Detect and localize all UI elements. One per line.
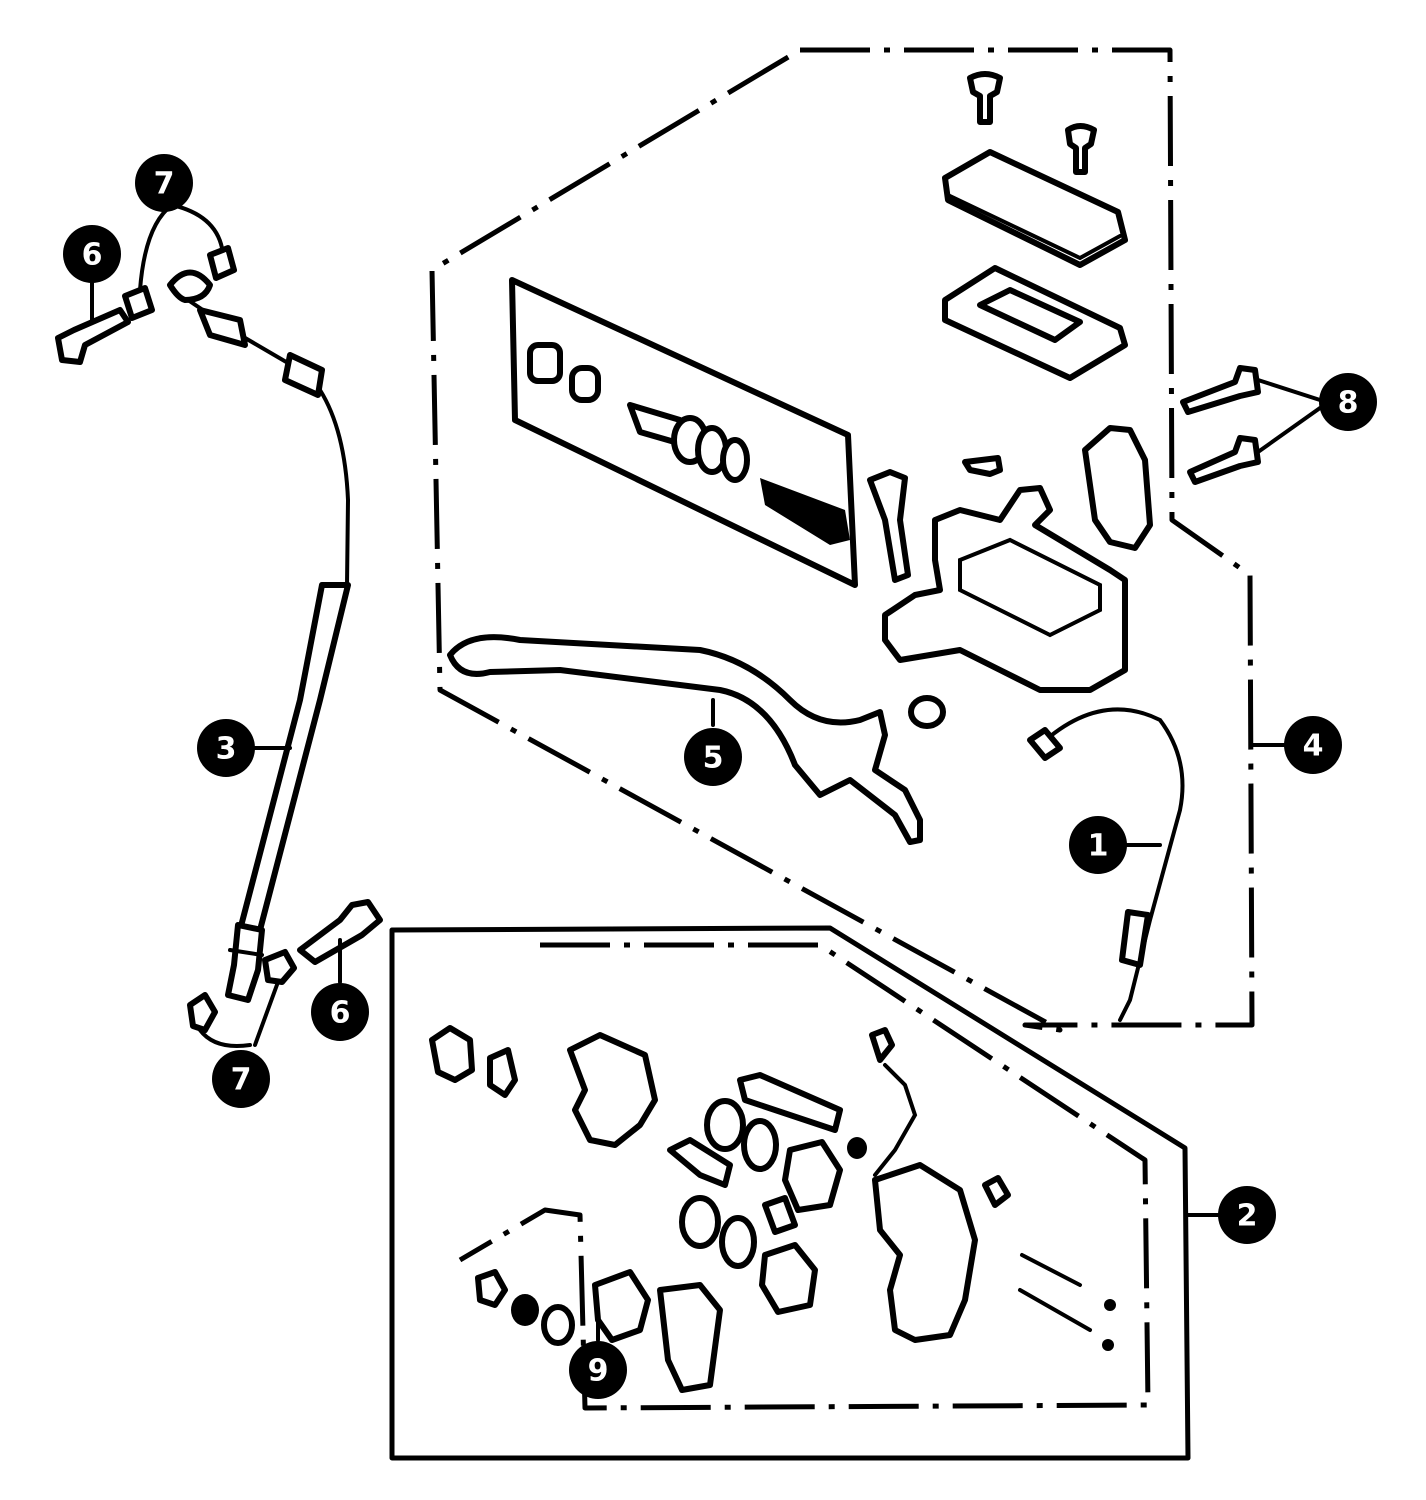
callout-3-label: 3 bbox=[216, 732, 237, 767]
upper-sealing-washers bbox=[122, 203, 237, 321]
brake-pads-and-pistons bbox=[475, 1269, 723, 1393]
handlebar-clamp-bolts bbox=[1180, 365, 1322, 485]
caliper-body bbox=[869, 1027, 1011, 1343]
lower-sealing-washers bbox=[187, 949, 297, 1048]
callout-5: 5 bbox=[684, 728, 742, 786]
lower-banjo-bolt bbox=[297, 899, 383, 984]
callout-2-label: 2 bbox=[1237, 1199, 1258, 1234]
callout-7-lower: 7 bbox=[212, 1050, 270, 1108]
brake-light-switch bbox=[1027, 707, 1185, 1022]
callout-9: 9 bbox=[569, 1341, 627, 1399]
caliper-pins bbox=[1018, 1253, 1116, 1351]
callout-6-lower: 6 bbox=[311, 983, 369, 1041]
caliper-seals-and-pistons bbox=[667, 1072, 867, 1315]
callout-8: 8 bbox=[1319, 373, 1377, 431]
callout-8-label: 8 bbox=[1338, 386, 1359, 421]
brake-lever bbox=[447, 634, 946, 845]
callout-4-label: 4 bbox=[1303, 729, 1324, 764]
reservoir-cap bbox=[942, 149, 1128, 268]
upper-banjo-bolt bbox=[55, 280, 131, 365]
callout-6-lower-label: 6 bbox=[330, 996, 351, 1031]
callout-3: 3 bbox=[197, 719, 255, 777]
callout-6-upper-label: 6 bbox=[82, 238, 103, 273]
caliper-assembly-outline bbox=[389, 925, 1224, 1461]
reservoir-screws bbox=[967, 71, 1097, 175]
caliper-bleeder-parts bbox=[429, 1025, 518, 1098]
caliper-bracket bbox=[567, 1032, 658, 1148]
callout-1-label: 1 bbox=[1088, 829, 1109, 864]
brake-hose bbox=[167, 269, 351, 1003]
reservoir-diaphragm bbox=[942, 265, 1128, 381]
callout-6-upper: 6 bbox=[63, 225, 121, 283]
piston-kit bbox=[509, 277, 858, 588]
callout-1: 1 bbox=[1069, 816, 1127, 874]
callout-7-upper: 7 bbox=[135, 154, 193, 212]
leader-lines bbox=[253, 698, 1162, 1342]
master-cylinder-body bbox=[867, 425, 1153, 693]
callout-9-label: 9 bbox=[588, 1354, 609, 1389]
callout-4: 4 bbox=[1284, 716, 1342, 774]
callout-7-upper-label: 7 bbox=[154, 167, 175, 202]
callout-2: 2 bbox=[1218, 1186, 1276, 1244]
callout-7-lower-label: 7 bbox=[231, 1063, 252, 1098]
master-cylinder-assembly-outline bbox=[429, 47, 1287, 1033]
callout-5-label: 5 bbox=[703, 741, 724, 776]
